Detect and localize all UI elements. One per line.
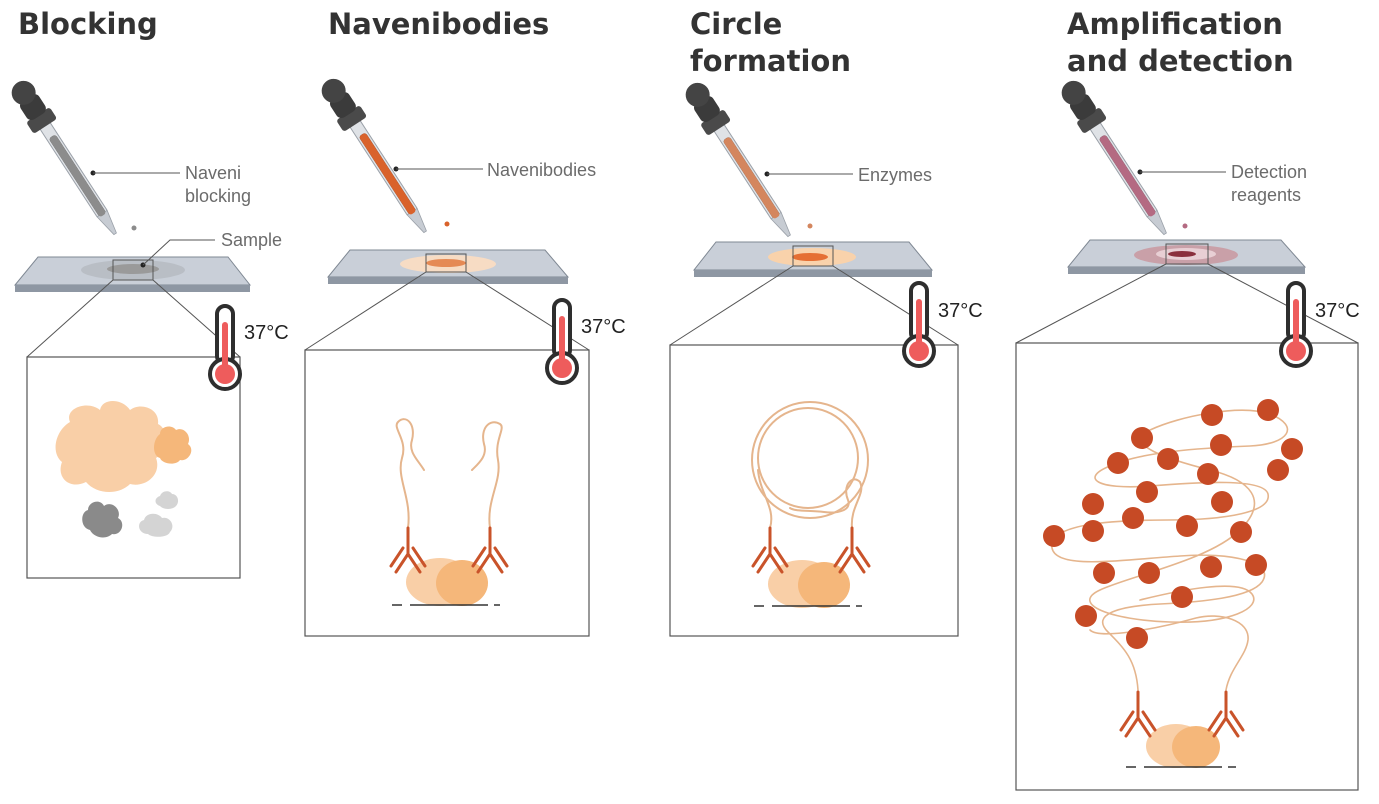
thermometer-icon <box>902 281 936 368</box>
thermometer-icon <box>1279 281 1313 368</box>
sample-cells <box>55 401 192 538</box>
dropper-icon <box>314 72 438 240</box>
callout-naveni-blocking-1: Naveni <box>185 163 241 183</box>
reagent-fill <box>49 135 106 217</box>
temperature-blocking: 37°C <box>244 322 289 344</box>
temperature-circle-formation: 37°C <box>938 300 983 322</box>
glass-slide <box>13 256 252 292</box>
stage-blocking: Naveni blocking Sample 37°C <box>4 74 289 579</box>
navenibody-strands <box>395 418 503 529</box>
callout-naveni-blocking-2: blocking <box>185 186 251 206</box>
glass-slide <box>1066 239 1307 274</box>
callout-navenibodies: Navenibodies <box>487 160 596 180</box>
title-navenibodies: Navenibodies <box>328 7 549 41</box>
stage-titles: Blocking Navenibodies Circle formation A… <box>18 7 1294 78</box>
reagent-drop <box>131 225 137 231</box>
glass-slide <box>326 249 570 284</box>
dropper-icon <box>1054 74 1178 242</box>
dna-circle <box>751 401 869 529</box>
callout-sample: Sample <box>221 230 282 250</box>
callout-reagents: reagents <box>1231 185 1301 205</box>
zoom-box <box>1015 342 1359 791</box>
title-amplification-line1: Amplification <box>1067 7 1283 41</box>
temperature-navenibodies: 37°C <box>581 316 626 338</box>
stage-amplification: Detection reagents <box>1015 74 1360 791</box>
stage-navenibodies: Navenibodies 37°C <box>304 72 626 637</box>
thermometer-icon <box>545 298 579 385</box>
thermometer-icon <box>208 304 242 391</box>
title-blocking: Blocking <box>18 7 158 41</box>
antigen <box>392 558 500 606</box>
reagent-drop <box>444 221 450 227</box>
dropper-icon <box>4 74 128 242</box>
rca-dots <box>1043 399 1303 649</box>
stage-circle-formation: Enzymes 37°C <box>669 76 983 637</box>
callout-enzymes: Enzymes <box>858 165 932 185</box>
title-circle-line1: Circle <box>690 7 782 41</box>
antigen <box>1126 724 1236 768</box>
title-amplification-line2: and detection <box>1067 44 1294 78</box>
callout-detection: Detection <box>1231 162 1307 182</box>
glass-slide <box>692 241 934 277</box>
antigen <box>754 560 862 608</box>
title-circle-line2: formation <box>690 44 851 78</box>
rca-product <box>1043 399 1303 691</box>
dropper-icon <box>678 76 802 244</box>
temperature-amplification: 37°C <box>1315 300 1360 322</box>
